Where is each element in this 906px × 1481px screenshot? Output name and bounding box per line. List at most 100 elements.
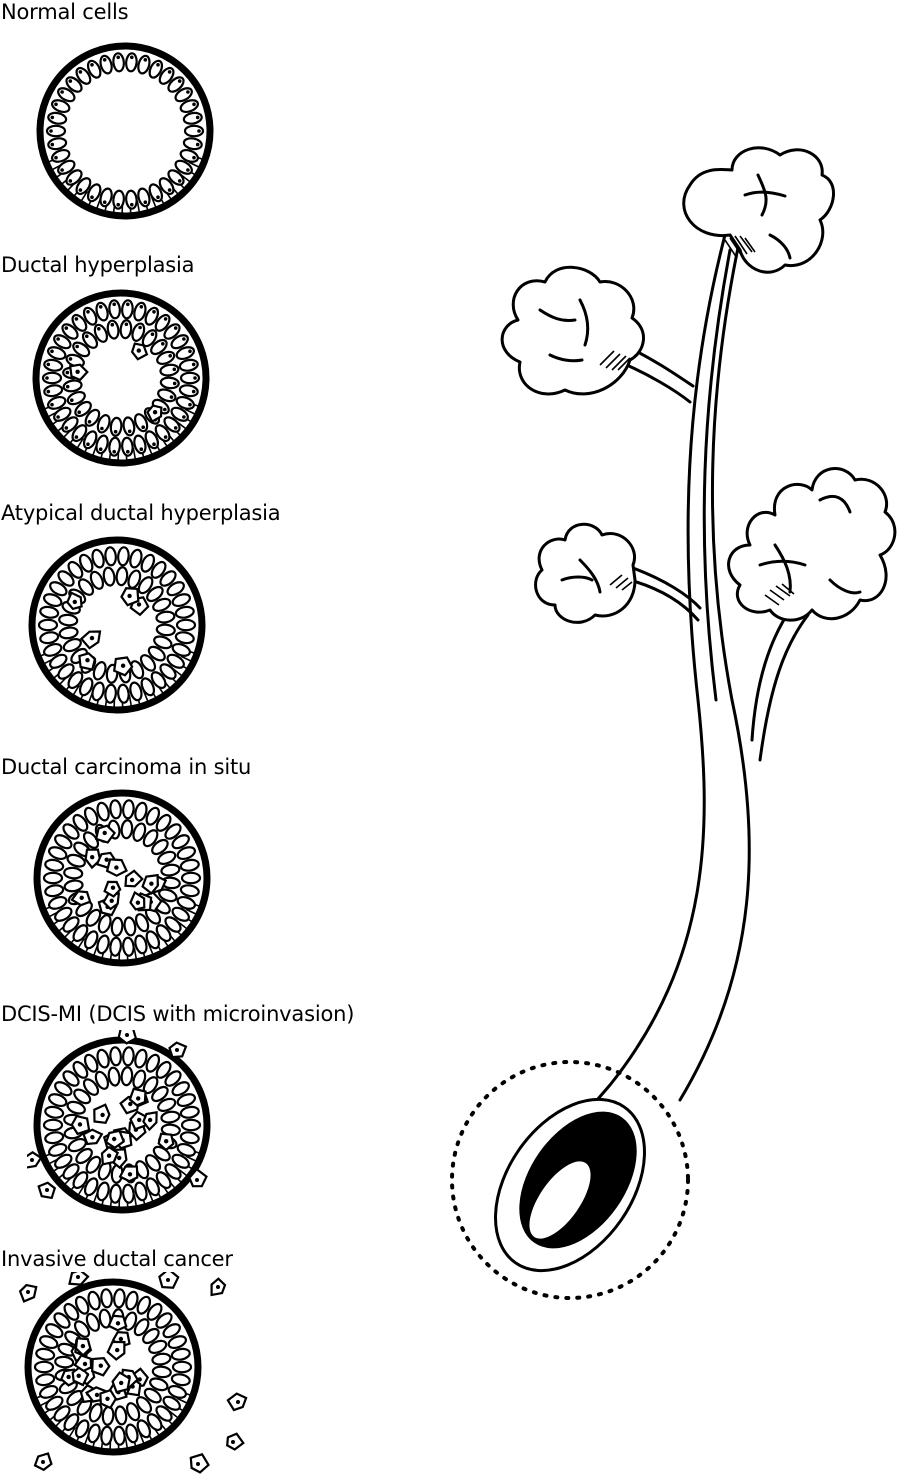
epithelial-cell: [143, 1387, 162, 1404]
epithelial-cell: [72, 924, 89, 943]
invading-cell: [188, 1167, 208, 1188]
epithelial-cell: [109, 799, 122, 820]
branch-right-b: [758, 613, 810, 762]
epithelial-cell: [133, 1318, 150, 1337]
epithelial-cell: [171, 642, 191, 657]
epithelial-cell: [171, 593, 191, 608]
epithelial-cell: [119, 319, 133, 340]
epithelial-cell: [63, 1302, 80, 1321]
main-duct-inner-line: [702, 248, 732, 702]
epithelial-cell: [113, 1288, 126, 1309]
cell-nucleus: [113, 429, 118, 434]
epithelial-cell: [178, 358, 199, 372]
epithelial-cell: [140, 553, 156, 573]
epithelial-cell: [137, 576, 154, 595]
stage-figure-atypical-ductal-hyperplasia: [28, 536, 206, 714]
epithelial-cell: [102, 566, 116, 587]
epithelial-cell: [159, 663, 177, 680]
cell-nucleus: [126, 302, 130, 307]
epithelial-cell: [96, 934, 110, 955]
atypical-cell-nucleus: [114, 865, 119, 870]
cell-nucleus: [68, 179, 73, 183]
cell-nucleus: [65, 384, 70, 389]
epithelial-cell: [87, 1290, 101, 1311]
atypical-cell-nucleus: [75, 369, 80, 374]
epithelial-cell: [91, 548, 105, 569]
atypical-cell-nucleus: [137, 1377, 142, 1382]
epithelial-cell: [171, 1153, 190, 1169]
invading-cell-nucleus: [76, 1275, 80, 1279]
epithelial-cell: [100, 1288, 113, 1309]
epithelial-cell: [48, 895, 68, 910]
lobule-upper-left-crease-1: [538, 308, 577, 322]
epithelial-cell: [182, 111, 203, 125]
epithelial-cell: [83, 930, 99, 950]
epithelial-cell: [151, 1352, 172, 1366]
atypical-cell-nucleus: [137, 1117, 142, 1123]
stage-figure-dcis-mi: [27, 1030, 211, 1214]
cell-nucleus: [97, 327, 101, 331]
epithelial-cell: [160, 1110, 181, 1124]
epithelial-cell: [109, 416, 123, 437]
invading-cell-nucleus: [30, 1158, 34, 1162]
epithelial-cell: [77, 578, 95, 596]
epithelial-cell: [134, 913, 150, 933]
epithelial-cell: [159, 570, 177, 587]
atypical-cell-nucleus: [115, 1321, 121, 1326]
epithelial-cell: [97, 914, 112, 934]
main-duct-right-wall: [678, 236, 751, 1102]
branch-right: [750, 608, 792, 742]
cell-nucleus: [195, 115, 200, 120]
cell-nucleus: [177, 79, 182, 83]
lobule-right-crease-1: [773, 543, 792, 594]
epithelial-cell: [45, 124, 67, 138]
cell-nucleus: [191, 362, 196, 367]
epithelial-cell: [157, 1097, 177, 1113]
atypical-cell-nucleus: [127, 593, 132, 599]
epithelial-cell: [63, 1413, 80, 1432]
cell-nucleus: [64, 426, 69, 430]
epithelial-cell: [39, 1384, 59, 1399]
atypical-cell-nucleus: [94, 1392, 100, 1398]
epithelial-cell: [112, 52, 125, 73]
epithelial-cell: [82, 1078, 100, 1096]
epithelial-cell: [176, 846, 196, 861]
atypical-cell-nucleus: [136, 1096, 141, 1101]
epithelial-cell: [73, 1088, 92, 1105]
epithelial-cell: [140, 677, 156, 697]
atypical-cell-nucleus: [164, 1139, 169, 1144]
epithelial-cell: [47, 111, 68, 125]
cell-nucleus: [49, 129, 53, 133]
atypical-cell-nucleus: [79, 895, 84, 900]
epithelial-cell: [120, 819, 134, 840]
invading-cells: [18, 1272, 248, 1474]
epithelial-cell: [57, 663, 75, 680]
epithelial-cell: [122, 416, 136, 437]
lobule-right-crease-3: [818, 495, 852, 514]
cell-nucleus: [98, 447, 103, 451]
atypical-cell-nucleus: [120, 663, 126, 668]
cell-nucleus: [143, 58, 148, 62]
cell-nucleus: [102, 200, 107, 204]
epithelial-cell: [174, 605, 195, 619]
epithelial-cell: [57, 570, 75, 587]
epithelial-cell: [54, 1355, 75, 1369]
invading-cell-nucleus: [195, 1178, 199, 1182]
epithelial-cell: [121, 299, 134, 320]
atypical-cell-nucleus: [110, 885, 116, 890]
epithelial-cell: [125, 1290, 139, 1311]
epithelial-cell: [62, 823, 80, 840]
stage-figure-invasive-ductal-cancer: [18, 1272, 248, 1474]
stage-figure-ductal-hyperplasia: [32, 289, 210, 467]
epithelial-cell: [91, 681, 105, 702]
cell-nucleus: [102, 58, 107, 62]
cell-nucleus: [54, 102, 58, 107]
cell-nucleus: [150, 332, 155, 336]
atypical-cell-nucleus: [104, 857, 109, 862]
epithelial-cell: [179, 858, 200, 872]
epithelial-cell: [96, 1181, 110, 1202]
epithelial-cell: [151, 1085, 169, 1103]
epithelial-cell: [164, 1163, 182, 1180]
lobule-right-crease-4: [828, 578, 862, 595]
atypical-cell-nucleus: [82, 1361, 88, 1367]
